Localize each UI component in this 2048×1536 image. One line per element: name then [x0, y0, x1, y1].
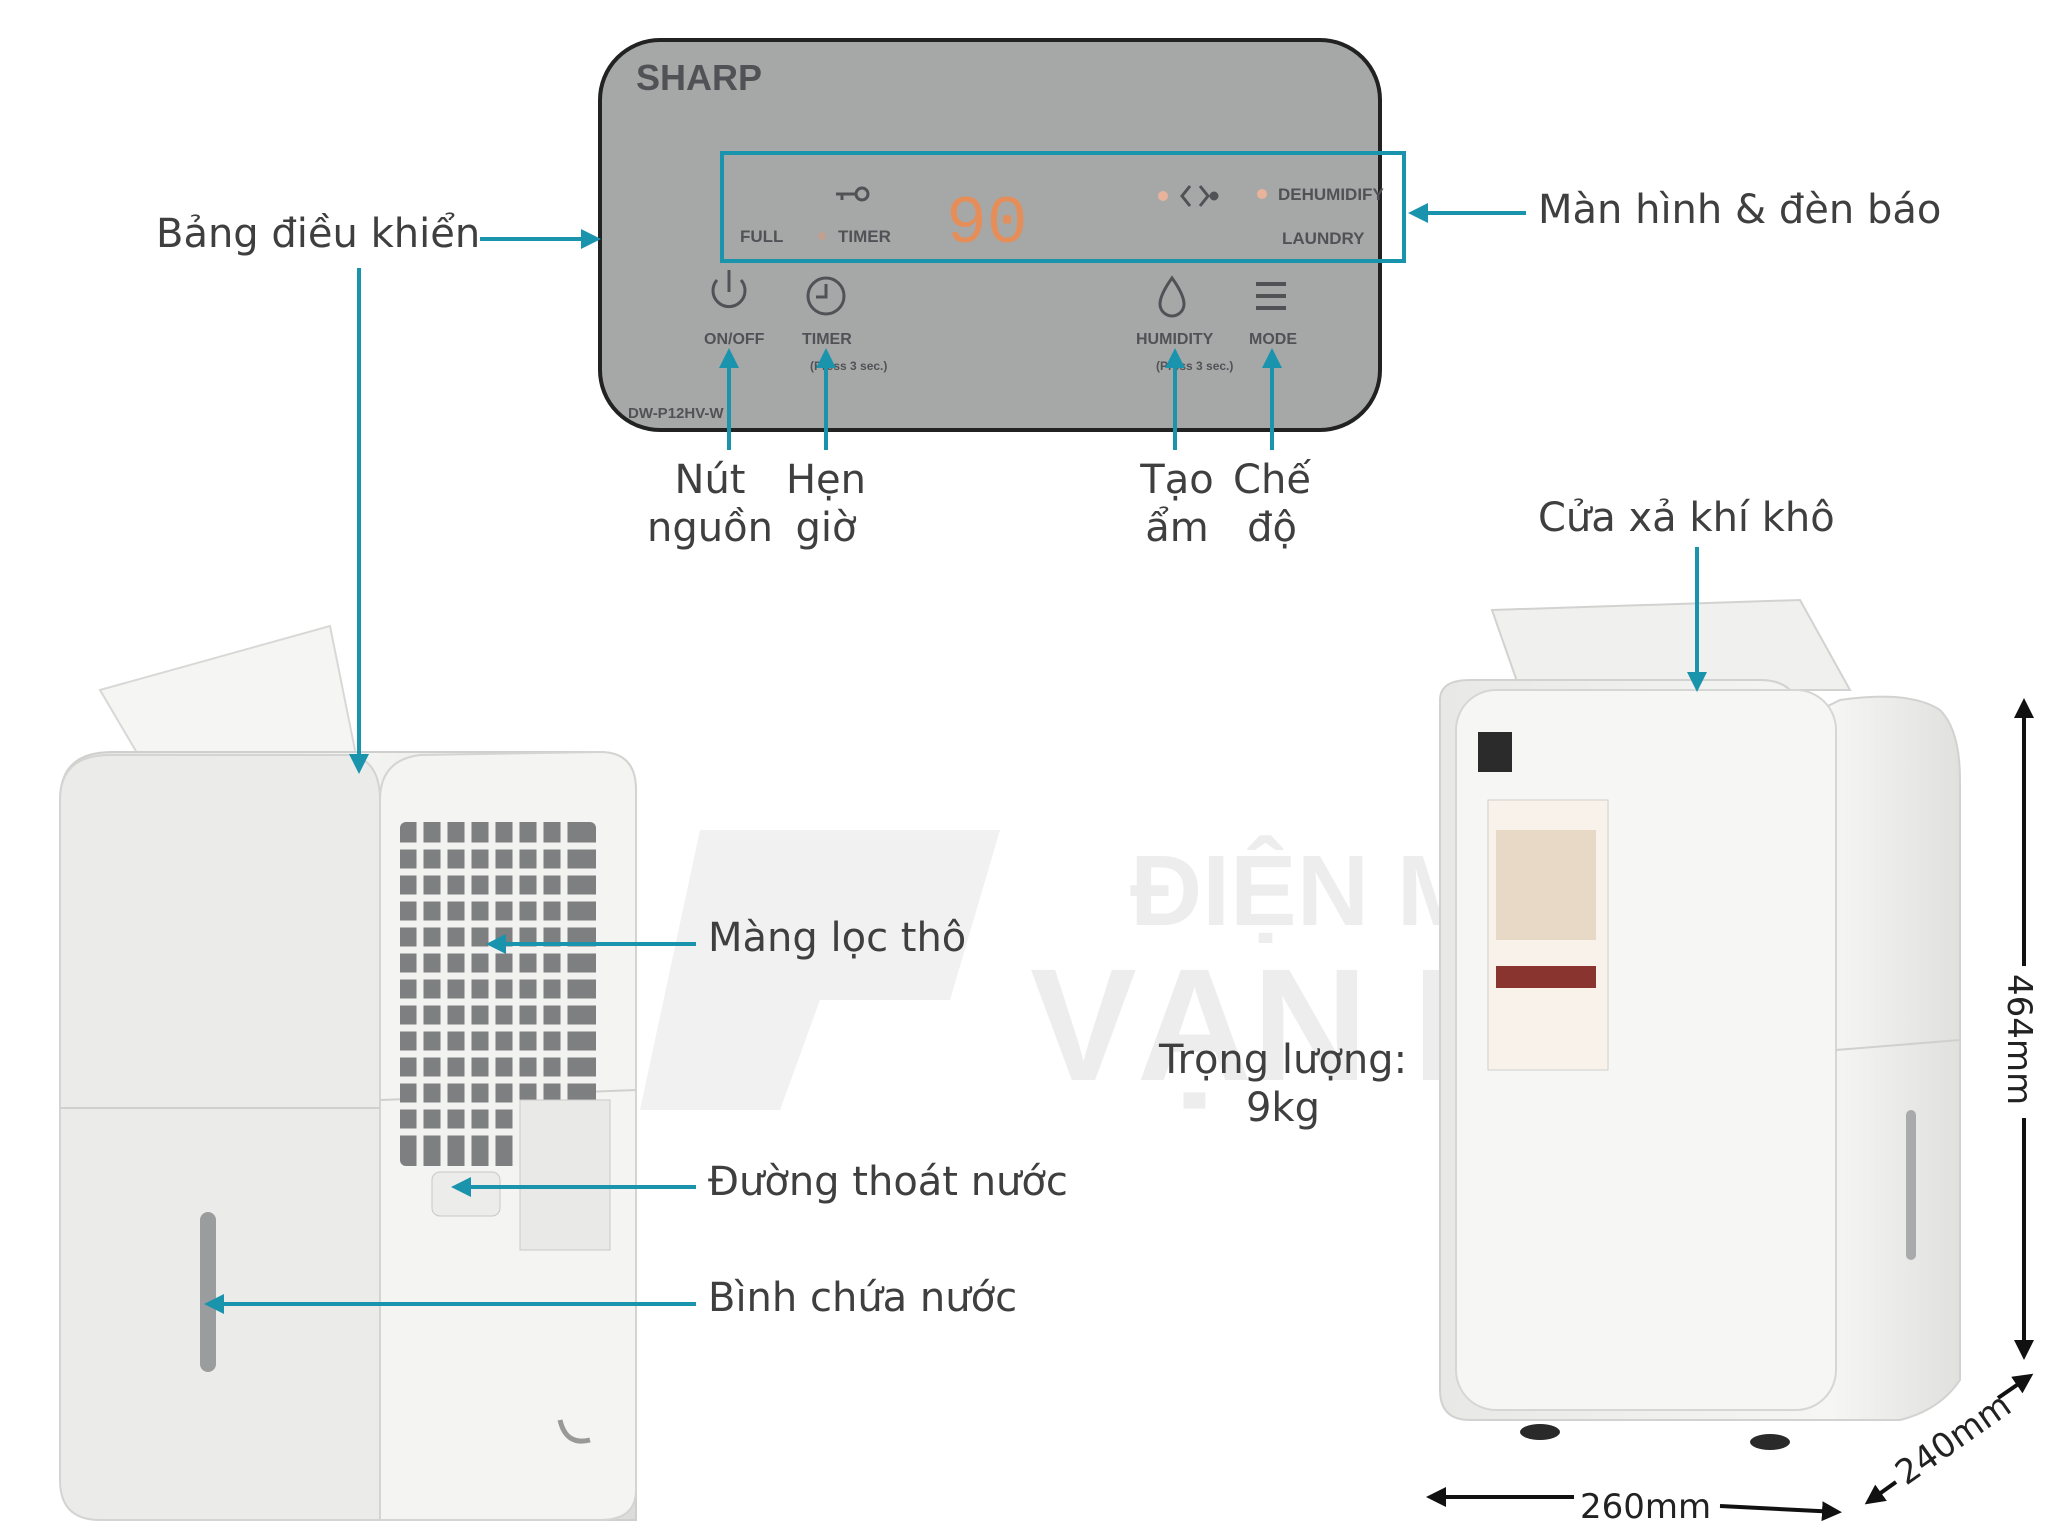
- menu-icon: [1256, 282, 1286, 310]
- panel-model: DW-P12HV-W: [628, 405, 724, 422]
- water-drop-icon: [1158, 275, 1186, 318]
- drain-port: [431, 1171, 501, 1217]
- dimension-lines: [1426, 698, 2034, 1522]
- humidity-button-label: HUMIDITY: [1136, 331, 1214, 348]
- label-humidify: Tạo ẩm: [1140, 457, 1214, 551]
- dimension-width: 260mm: [1580, 1487, 1711, 1527]
- label-power-button: Nút nguồn: [647, 457, 773, 551]
- label-weight: Trọng lượng: 9kg: [1158, 1037, 1408, 1131]
- timer-button-sublabel: (Press 3 sec.): [810, 359, 887, 373]
- label-dry-air-outlet: Cửa xả khí khô: [1538, 495, 1835, 541]
- clock-icon: [806, 276, 846, 316]
- control-panel: SHARP DW-P12HV-W FULL TIMER 90 DEHUMIDIF…: [598, 38, 1406, 432]
- mode-button[interactable]: MODE: [1249, 282, 1297, 348]
- water-level-window-right: [1906, 1110, 1916, 1260]
- label-water-tank: Bình chứa nước: [708, 1275, 1018, 1321]
- outlet-louver: [1490, 598, 1852, 691]
- ion-indicator-icon: [1180, 185, 1219, 207]
- label-drain-line: Đường thoát nước: [708, 1159, 1068, 1205]
- power-button[interactable]: ON/OFF: [704, 270, 765, 348]
- dehumidifier-front-view: [59, 624, 637, 1521]
- power-icon: [711, 270, 747, 309]
- led-display-value: 90: [946, 186, 1028, 263]
- label-control-panel: Bảng điều khiển: [156, 211, 481, 257]
- label-mode: Chế độ: [1233, 457, 1311, 551]
- drain-hose: [557, 1419, 591, 1444]
- timer-button-label: TIMER: [802, 331, 852, 348]
- power-button-label: ON/OFF: [704, 331, 765, 348]
- dehumidifier-rear-view: [1439, 598, 1961, 1450]
- spec-sticker: [519, 1099, 611, 1251]
- dimension-height: 464mm: [1999, 974, 2039, 1105]
- label-timer: Hẹn giờ: [785, 457, 867, 551]
- panel-brand: SHARP: [636, 57, 762, 98]
- watermark-logo-shape: [640, 830, 1000, 1110]
- label-coarse-filter: Màng lọc thô: [708, 915, 967, 961]
- air-filter-grille: [400, 822, 596, 1166]
- indicator-full: FULL: [740, 227, 783, 246]
- humidity-button-sublabel: (Press 3 sec.): [1156, 359, 1233, 373]
- water-level-window: [200, 1212, 216, 1372]
- key-lock-icon: [836, 186, 870, 202]
- plasmacluster-badge: [1478, 732, 1512, 772]
- caster-wheel: [1750, 1434, 1790, 1450]
- indicator-timer: TIMER: [838, 227, 891, 246]
- caster-wheel: [1520, 1424, 1560, 1440]
- indicator-laundry: LAUNDRY: [1282, 229, 1365, 248]
- callout-lines: [204, 203, 1707, 1314]
- display-highlight-box: [720, 151, 1406, 263]
- indicator-dehumidify: DEHUMIDIFY: [1278, 185, 1384, 204]
- label-display-indicators: Màn hình & đèn báo: [1538, 187, 1942, 233]
- mode-button-label: MODE: [1249, 331, 1297, 348]
